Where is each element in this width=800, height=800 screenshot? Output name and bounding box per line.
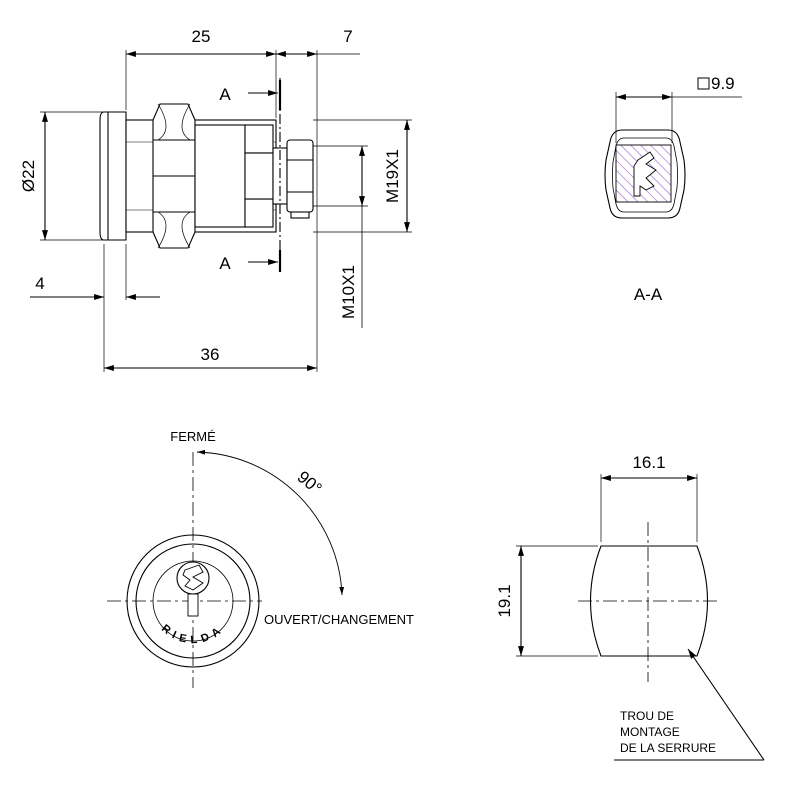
leader-line [687,648,765,761]
open-label: OUVERT/CHANGEMENT [264,612,414,627]
section-title: A-A [634,285,663,304]
outer-ring [126,534,260,668]
section-mark-top: A [219,85,231,104]
note-line-1: TROU DE [620,709,674,723]
thread-m19-label: M19X1 [383,149,402,203]
dim-25-label: 25 [192,27,211,46]
section-view [604,77,742,219]
rotation-arc [196,449,345,596]
cutout-view [516,474,765,761]
front-view [107,449,345,688]
threaded-body [194,124,246,228]
square-symbol [697,77,710,90]
dim-4-label: 4 [35,274,44,293]
flange [99,111,127,241]
section-mark-bottom: A [219,254,231,273]
brand-mark: RIELDA [159,622,227,646]
thread-m10-label: M10X1 [339,265,358,319]
closed-label: FERMÉ [170,429,216,444]
note-line-3: DE LA SERRURE [620,741,716,755]
inner-ring [135,543,251,659]
cam-nut [286,139,314,213]
height-dim-label: 19.1 [495,584,514,617]
square-dim-label: 9.9 [711,74,735,93]
key-profile [633,151,657,197]
dim-36-label: 36 [201,345,220,364]
width-dim-label: 16.1 [632,453,665,472]
angle-label: 90° [294,467,326,498]
side-view [30,50,412,372]
note-line-2: MONTAGE [620,725,680,739]
dim-7-label: 7 [343,27,352,46]
dim-diameter-label: Ø22 [19,160,38,192]
